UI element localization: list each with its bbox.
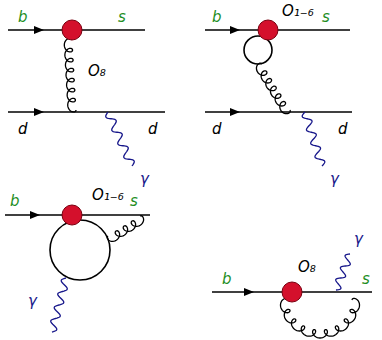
boson-lines xyxy=(51,38,360,338)
operator-label: O₈ xyxy=(298,258,316,276)
gluon-line xyxy=(107,216,143,242)
quark-label: b xyxy=(212,8,222,26)
quark-label: s xyxy=(130,192,138,210)
operator-label: O₁₋₆ xyxy=(282,2,314,20)
photon-line xyxy=(302,112,325,166)
quark-label: b xyxy=(10,192,20,210)
vertex-blobs xyxy=(62,20,302,302)
photon-line xyxy=(336,254,351,290)
quark-label: s xyxy=(118,8,126,26)
arrowheads xyxy=(30,26,254,296)
quark-label: s xyxy=(362,270,370,288)
operator-label: O₁₋₆ xyxy=(92,186,124,204)
photon-label: γ xyxy=(140,170,149,188)
gluon-line xyxy=(64,38,76,112)
quark-label: b xyxy=(18,8,28,26)
quark-label: d xyxy=(338,120,348,138)
photon-line xyxy=(51,278,67,332)
photon-label: γ xyxy=(28,292,37,310)
quark-label: d xyxy=(212,120,222,138)
quark-label: s xyxy=(322,8,330,26)
photon-label: γ xyxy=(330,170,339,188)
gluon-line xyxy=(280,298,359,338)
quark-label: b xyxy=(222,270,232,288)
gluon-line xyxy=(256,63,290,114)
quark-label: d xyxy=(18,120,28,138)
photon-line xyxy=(106,112,135,166)
quark-label: d xyxy=(148,120,158,138)
photon-label: γ xyxy=(354,230,363,248)
fermion-lines xyxy=(5,30,372,292)
operator-label: O₈ xyxy=(88,62,106,80)
